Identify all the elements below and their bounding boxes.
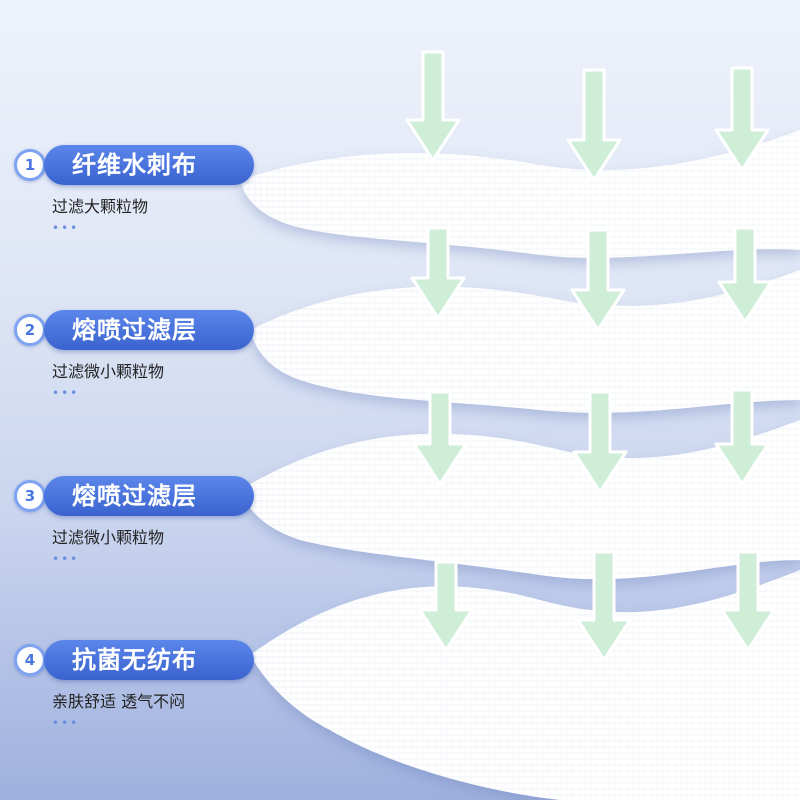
layer-label-4: 4 抗菌无纺布 亲肤舒适 透气不闷 ••• [14,640,254,730]
layer-description: 过滤微小颗粒物 [52,362,165,381]
down-arrow-icon [566,68,622,182]
more-dots: ••• [52,221,80,235]
layer-label-3: 3 熔喷过滤层 过滤微小颗粒物 ••• [14,476,254,566]
layer-title: 熔喷过滤层 [72,316,197,344]
down-arrow-icon [418,560,474,652]
down-arrow-icon [576,550,632,662]
more-dots: ••• [52,552,80,566]
layer-title-badge: 纤维水刺布 [44,145,254,185]
layer-title: 熔喷过滤层 [72,482,197,510]
layer-description: 亲肤舒适 透气不闷 [52,692,186,711]
layer-title: 纤维水刺布 [72,151,197,179]
sheet-meltblown-filter-1 [250,270,800,413]
layer-description: 过滤大颗粒物 [52,197,149,216]
layer-title-badge: 熔喷过滤层 [44,310,254,350]
more-dots: ••• [52,386,80,400]
down-arrow-icon [714,388,770,486]
layer-number-badge: 1 [14,149,46,181]
layer-number-badge: 4 [14,644,46,676]
more-dots: ••• [52,716,80,730]
down-arrow-icon [572,390,628,494]
sheet-antibacterial-nonwoven [250,570,800,800]
down-arrow-icon [717,226,773,324]
down-arrow-icon [570,228,626,332]
sheet-spunlace-fiber [240,130,800,258]
layer-title-badge: 抗菌无纺布 [44,640,254,680]
down-arrow-icon [720,550,776,652]
down-arrow-icon [410,226,466,320]
down-arrow-icon [412,390,468,486]
airflow-arrows [405,50,776,662]
layer-title-badge: 熔喷过滤层 [44,476,254,516]
layer-number-badge: 3 [14,480,46,512]
layer-number-badge: 2 [14,314,46,346]
down-arrow-icon [714,66,770,172]
layer-label-1: 1 纤维水刺布 过滤大颗粒物 ••• [14,145,254,235]
sheet-meltblown-filter-2 [240,420,800,580]
layer-label-2: 2 熔喷过滤层 过滤微小颗粒物 ••• [14,310,254,400]
down-arrow-icon [405,50,461,162]
layer-description: 过滤微小颗粒物 [52,528,165,547]
layer-title: 抗菌无纺布 [72,646,197,674]
